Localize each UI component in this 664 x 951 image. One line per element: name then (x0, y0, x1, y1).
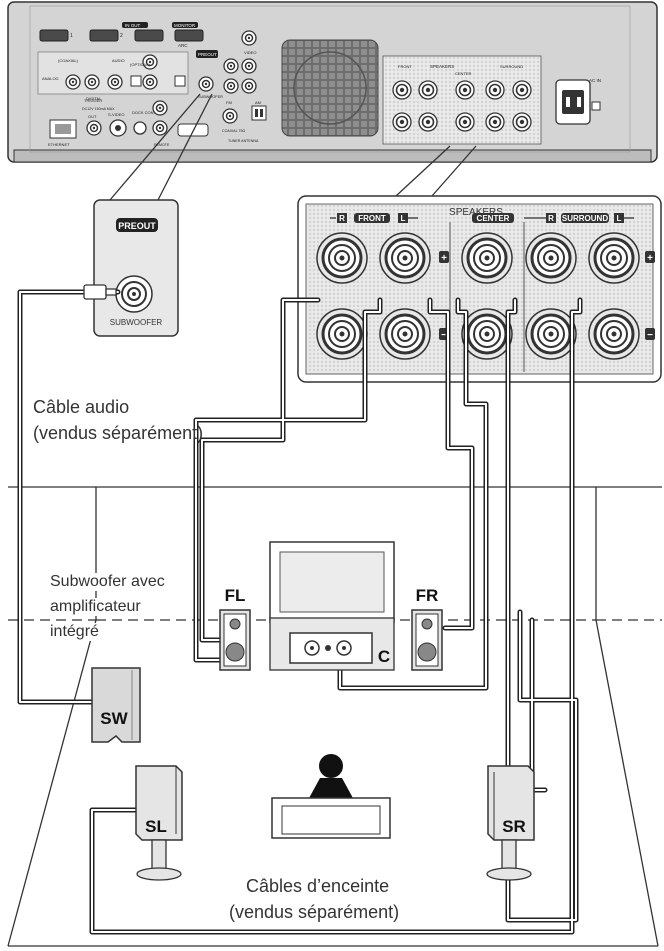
trigger-label: TRIGGER (84, 98, 102, 103)
speaker-sl: SL (135, 765, 183, 881)
callout-speakers-title: SPEAKERS (449, 207, 503, 218)
hdmi-2-label: 2 (120, 33, 123, 39)
callout-leaders (109, 93, 477, 201)
speaker-fr-label: FR (416, 586, 439, 605)
optical-label: (OPTICAL) (130, 62, 150, 67)
surround-r-label: R (548, 214, 554, 223)
audio-label: AUDIO (112, 58, 125, 63)
speaker-cables (17, 284, 583, 935)
hdmi-monitor-label: MONITOR (174, 23, 196, 28)
center-minus-label: − (441, 330, 447, 341)
speaker-c-label: C (378, 647, 390, 666)
subwoofer-label-line3: intégré (50, 623, 99, 641)
hdmi-1-label: 1 (70, 33, 73, 39)
center-speaker: C (289, 632, 390, 666)
surround-plus-label: + (647, 253, 653, 264)
speaker-sw-label: SW (100, 709, 128, 728)
panel-center-label: CENTER (455, 71, 472, 76)
panel-speaker-terminals: SPEAKERS FRONT CENTER SURROUND (382, 55, 542, 145)
hdmi-arc-label: ARC (178, 43, 188, 48)
fm-label: FM (226, 100, 232, 105)
analog-label: ANALOG (42, 76, 59, 81)
subwoofer-label-line1: Subwoofer avec (50, 573, 165, 591)
speaker-sw: SW (91, 667, 141, 743)
speaker-fl: FL (219, 586, 251, 671)
subwoofer-label-line2: amplificateur (50, 598, 141, 616)
surround-l-label: L (617, 214, 622, 223)
speaker-cable-label-line2: (vendus séparément) (229, 902, 400, 922)
center-plus-label: + (441, 253, 447, 264)
panel-front-label: FRONT (398, 64, 412, 69)
preout-panel-label: PREOUT (198, 52, 217, 57)
callout-front-label: FRONT (358, 214, 386, 223)
listener-icon (271, 754, 391, 839)
antenna-label: TUNER ANTENNA (228, 139, 259, 143)
speaker-sl-label: SL (145, 817, 167, 836)
audio-cable-label-line1: Câble audio (33, 397, 130, 417)
callout-surround-label: SURROUND (562, 214, 608, 223)
preout-subwoofer-label: SUBWOOFER (110, 318, 163, 327)
video-label: VIDEO (244, 50, 256, 55)
fm-coax-label: COAXIAL 75Ω (222, 129, 245, 133)
speaker-sr: SR (486, 765, 535, 881)
receiver-rear-panel: 1 2 IN OUT MONITOR ARC (COAXIAL) ANALOG … (7, 1, 658, 163)
dock-control-label: DOCK CONTROL (132, 110, 165, 115)
speaker-sr-label: SR (502, 817, 526, 836)
lower-ports: ETHERNET TRIGGER DC12V 150mA MAX OUT S-V… (48, 98, 267, 147)
s-video-label: S-VIDEO (108, 112, 124, 117)
fan-vent (281, 39, 379, 137)
digital-label: DIGITAL (86, 96, 102, 101)
front-l-label: L (401, 214, 406, 223)
speaker-fl-label: FL (225, 586, 246, 605)
surround-minus-label: − (647, 330, 653, 341)
hdmi-ports: 1 2 IN OUT MONITOR ARC (39, 22, 204, 48)
ac-inlet: AC IN (555, 78, 601, 125)
front-r-label: R (339, 214, 345, 223)
preout-callout: PREOUT SUBWOOFER (93, 199, 179, 337)
hdmi-in-out-label: IN OUT (125, 23, 141, 28)
speakers-callout: SPEAKERS R FRONT L CENTER R SURROUND L (297, 195, 662, 383)
audio-video-jacks: (COAXIAL) ANALOG AUDIO (OPTICAL) DIGITAL… (37, 30, 257, 101)
am-label: AM (255, 100, 261, 105)
ethernet-label: ETHERNET (48, 142, 70, 147)
panel-surround-label: SURROUND (500, 64, 523, 69)
trigger-out-label: OUT (88, 114, 97, 119)
speaker-cable-label-line1: Câbles d’enceinte (246, 876, 390, 896)
audio-cable-label-line2: (vendus séparément) (33, 423, 204, 443)
preout-callout-title: PREOUT (118, 221, 156, 231)
speaker-fr: FR (411, 586, 443, 671)
trigger-spec-label: DC12V 150mA MAX (82, 107, 115, 111)
panel-speakers-label: SPEAKERS (430, 64, 454, 69)
callout-center-label: CENTER (477, 214, 510, 223)
remote-label: REMOTE (154, 143, 170, 147)
ac-in-label: AC IN (589, 78, 601, 83)
room-outline (7, 486, 662, 947)
coaxial-label: (COAXIAL) (58, 58, 79, 63)
